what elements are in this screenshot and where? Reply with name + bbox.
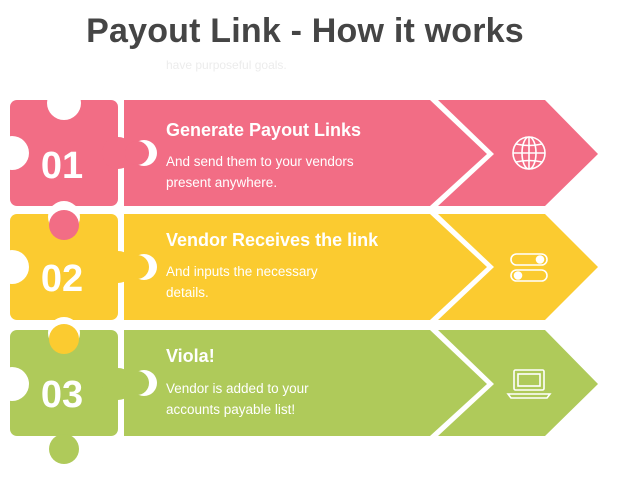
step-1-banner xyxy=(124,100,487,206)
step-1-description-line-2: present anywhere. xyxy=(166,175,277,190)
step-1-number: 01 xyxy=(41,145,83,187)
step-3-title: Viola! xyxy=(166,346,215,366)
step-3: 03 Viola! Vendor is added to your accoun… xyxy=(0,317,598,464)
step-3-number: 03 xyxy=(41,374,83,416)
step-1-title: Generate Payout Links xyxy=(166,120,361,140)
step-2-banner xyxy=(124,214,487,320)
step-2-title: Vendor Receives the link xyxy=(166,230,379,250)
laptop-icon xyxy=(506,369,552,399)
page-title: Payout Link - How it works xyxy=(86,12,524,50)
step-2-description-line-2: details. xyxy=(166,285,209,300)
step-3-banner xyxy=(124,330,487,436)
step-1-description-line-1: And send them to your vendors xyxy=(166,154,354,169)
globe-icon xyxy=(512,136,546,170)
step-3-description-line-2: accounts payable list! xyxy=(166,402,295,417)
step-2: 02 Vendor Receives the link And inputs t… xyxy=(0,201,598,354)
toggle-switches-icon xyxy=(510,253,548,282)
step-2-description-line-1: And inputs the necessary xyxy=(166,264,318,279)
faded-background-text: have purposeful goals. xyxy=(166,58,287,72)
step-3-description-line-1: Vendor is added to your xyxy=(166,381,309,396)
puzzle-piece-3 xyxy=(0,317,134,464)
step-2-arrow xyxy=(438,214,598,320)
step-2-number: 02 xyxy=(41,258,83,300)
